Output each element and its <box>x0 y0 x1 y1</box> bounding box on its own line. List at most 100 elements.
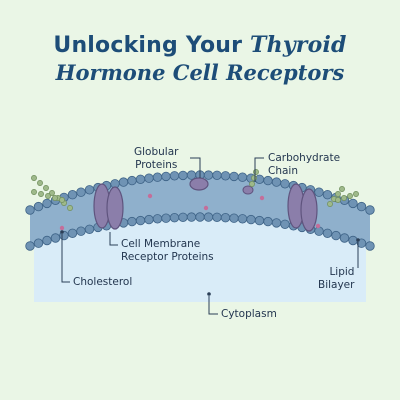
carbohydrate-bead <box>38 191 44 197</box>
title-line-1: Unlocking Your Thyroid <box>0 32 400 58</box>
lipid-head <box>203 212 214 222</box>
leader-cytoplasm <box>208 296 218 315</box>
lipid-head <box>118 177 129 187</box>
carbohydrate-bead <box>347 193 353 199</box>
lipid-head <box>161 171 171 182</box>
label-receptor-proteins: Cell Membrane Receptor Proteins <box>121 238 214 264</box>
carbohydrate-bead <box>31 175 37 181</box>
lipid-head <box>84 185 95 195</box>
lipid-head <box>263 216 273 227</box>
label-globular-proteins: Globular Proteins <box>134 146 178 172</box>
lipid-head <box>84 224 95 235</box>
lipid-head <box>203 170 214 180</box>
lipid-head <box>25 241 35 251</box>
lipid-head <box>42 198 52 209</box>
carbohydrate-bead <box>59 197 65 203</box>
label-carbohydrate-chain: Carbohydrate Chain <box>268 152 340 178</box>
label-line: Lipid <box>329 266 355 278</box>
lipid-head <box>212 170 222 181</box>
lipid-head <box>186 212 197 222</box>
lipid-head <box>33 201 44 212</box>
leader-dot <box>356 238 360 242</box>
label-line: Receptor Proteins <box>121 251 214 263</box>
label-line: Bilayer <box>318 279 355 291</box>
lipid-head <box>42 235 52 246</box>
carbohydrate-bead <box>339 186 345 192</box>
lipid-head <box>220 212 231 223</box>
carbohydrate-bead <box>251 175 257 181</box>
label-line: Carbohydrate <box>268 152 341 164</box>
carbohydrate-bead <box>335 197 341 203</box>
receptor-protein-right <box>287 183 318 232</box>
leader-carbohydrate <box>254 157 264 182</box>
lipid-head <box>169 212 180 223</box>
receptor-protein-left <box>93 183 124 230</box>
lipid-head <box>25 205 35 215</box>
lipid-head <box>365 241 375 251</box>
lipid-head <box>161 213 171 223</box>
label-cytoplasm: Cytoplasm <box>221 308 277 320</box>
lipid-head <box>152 214 163 224</box>
lipid-head <box>67 228 78 239</box>
cholesterol-dot <box>315 223 321 229</box>
carbohydrate-bead <box>327 201 333 207</box>
lipid-head <box>322 189 333 200</box>
leader-receptor <box>109 232 118 246</box>
carbohydrate-bead <box>31 189 37 195</box>
lipid-head <box>144 173 154 183</box>
lipid-head <box>246 214 256 225</box>
lipid-head <box>50 233 61 243</box>
carbohydrate-bead <box>249 181 255 187</box>
lipid-head <box>220 171 231 181</box>
lipid-head <box>280 179 290 189</box>
label-line: Globular <box>134 146 179 158</box>
lipid-head <box>254 215 265 226</box>
cholesterol-dot <box>203 205 209 211</box>
leader-lines <box>61 157 359 315</box>
lipid-head <box>144 214 154 225</box>
leader-dot <box>60 230 64 234</box>
cholesterol-molecules <box>59 193 321 231</box>
carbohydrate-bead <box>45 193 51 199</box>
carbohydrate-bead <box>353 191 359 197</box>
lipid-head <box>135 174 146 185</box>
carbohydrate-bead <box>341 195 347 201</box>
carbohydrate-bead <box>335 191 341 197</box>
leader-globular <box>190 157 201 178</box>
lipid-head <box>322 228 333 239</box>
lipid-head <box>229 171 239 182</box>
globular-protein-small <box>242 185 254 195</box>
lipid-head <box>33 238 44 248</box>
lipid-head <box>67 189 78 200</box>
carbohydrate-bead <box>52 195 58 201</box>
lipid-head <box>348 235 358 246</box>
lipid-head <box>271 218 282 228</box>
carbohydrate-bead <box>253 169 259 175</box>
lipid-head <box>195 212 205 222</box>
lipid-head <box>76 187 86 197</box>
globular-protein <box>189 177 209 191</box>
lipid-heads-inner <box>25 212 375 251</box>
carbohydrate-bead <box>67 205 73 211</box>
label-lipid-bilayer: Lipid Bilayer <box>318 266 354 292</box>
lipid-head <box>178 170 188 181</box>
label-line: Chain <box>268 165 298 177</box>
lipid-head <box>356 201 367 212</box>
lipid-head <box>127 216 137 227</box>
label-line: Cell Membrane <box>121 238 201 250</box>
lipid-head <box>178 212 188 223</box>
label-cholesterol: Cholesterol <box>73 276 133 288</box>
cholesterol-dot <box>59 225 65 231</box>
lipid-head <box>76 226 86 236</box>
lipid-head <box>314 226 324 236</box>
title-accent: Thyroid <box>250 32 347 58</box>
carbohydrate-bead <box>43 185 49 191</box>
carbohydrate-bead <box>49 190 55 196</box>
lipid-head <box>169 171 180 181</box>
lipid-head <box>237 172 248 182</box>
title-prefix: Unlocking Your <box>53 33 251 58</box>
lipid-head <box>348 198 358 209</box>
lipid-head <box>314 187 324 197</box>
